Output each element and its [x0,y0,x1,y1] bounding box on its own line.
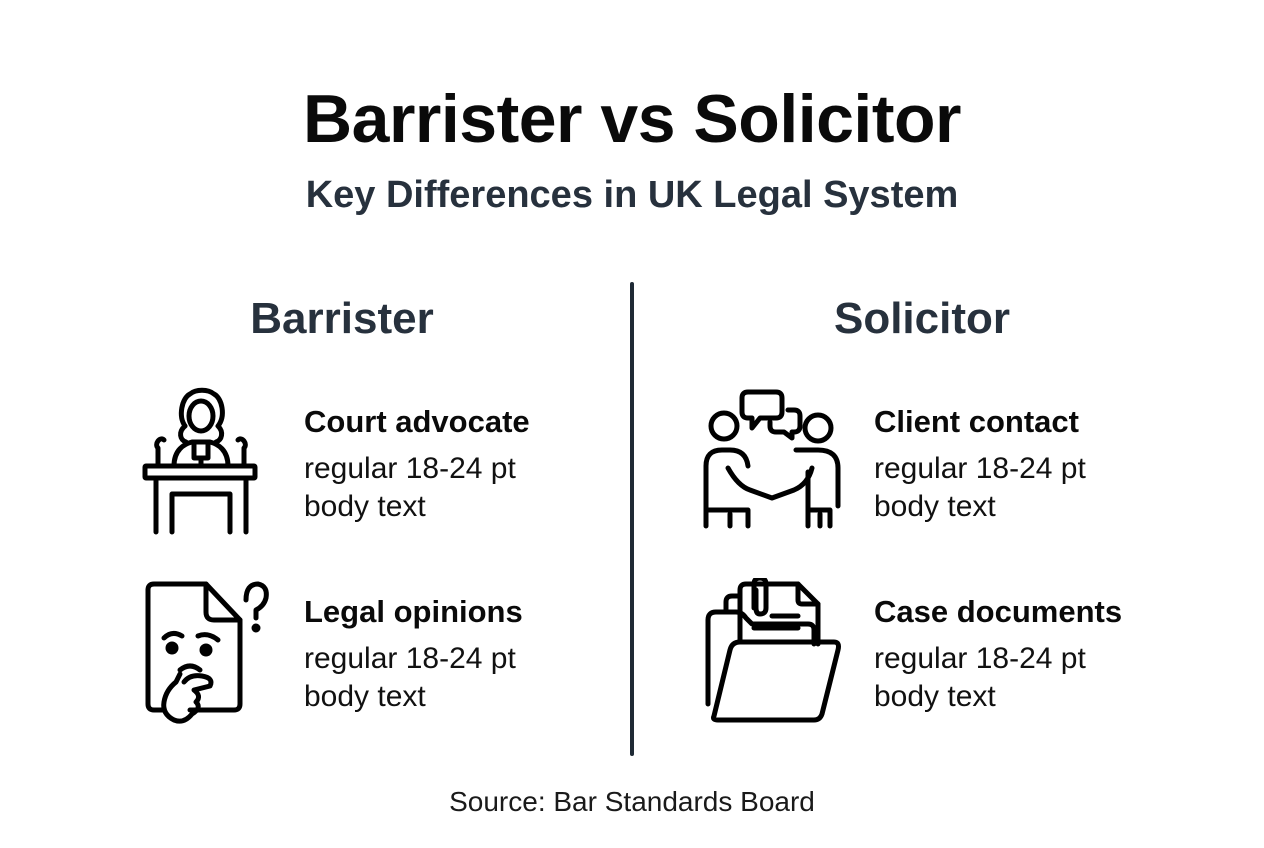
item-body-line1: regular 18-24 pt [304,452,516,485]
item-body-line2: body text [874,680,996,713]
item-title: Legal opinions [304,594,523,629]
source-caption: Source: Bar Standards Board [449,786,815,817]
folder-documents-icon [700,575,845,728]
item-body-line2: body text [304,680,426,713]
item-body-line2: body text [304,490,426,523]
handshake-conversation-icon [700,386,845,536]
item-title: Client contact [874,404,1079,439]
judge-at-podium-icon [140,386,260,536]
item-body-line1: regular 18-24 pt [874,452,1086,485]
page-title: Barrister vs Solicitor [303,81,961,157]
solicitor-heading: Solicitor [833,294,1011,343]
thinking-document-icon [140,578,270,728]
barrister-heading: Barrister [250,294,434,343]
item-body-line2: body text [874,490,996,523]
item-title: Case documents [874,594,1123,629]
page-subtitle: Key Differences in UK Legal System [305,174,959,216]
item-body-line1: regular 18-24 pt [304,642,516,675]
column-divider [630,282,634,756]
item-title: Court advocate [304,404,530,439]
item-body-line1: regular 18-24 pt [874,642,1086,675]
